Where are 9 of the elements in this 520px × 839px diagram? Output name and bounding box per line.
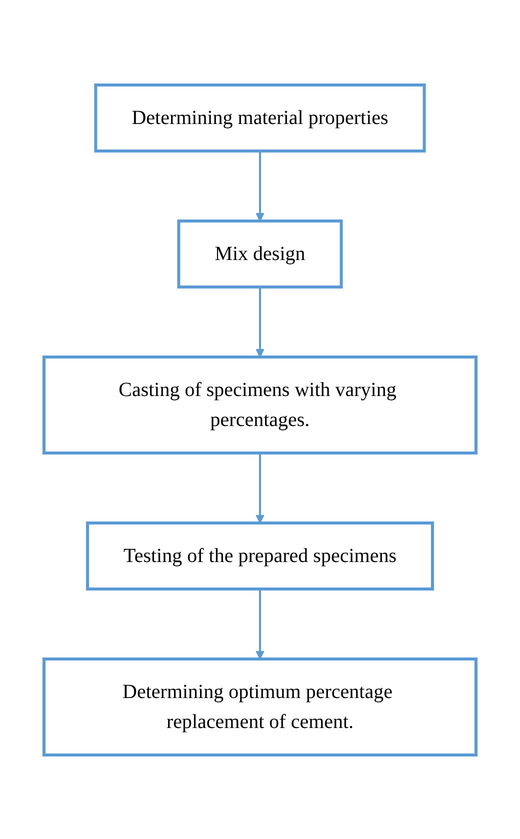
arrow xyxy=(256,588,264,659)
node-box: Determining material properties xyxy=(94,83,426,152)
node-box: Casting of specimens with varying percentages. xyxy=(42,355,478,454)
node-box: Mix design xyxy=(177,219,343,288)
node-box: Determining optimum percentage replacement of cement. xyxy=(42,657,478,756)
arrow xyxy=(256,150,264,221)
node-box: Testing of the prepared specimens xyxy=(86,521,434,590)
arrow xyxy=(256,452,264,523)
arrow xyxy=(256,286,264,357)
